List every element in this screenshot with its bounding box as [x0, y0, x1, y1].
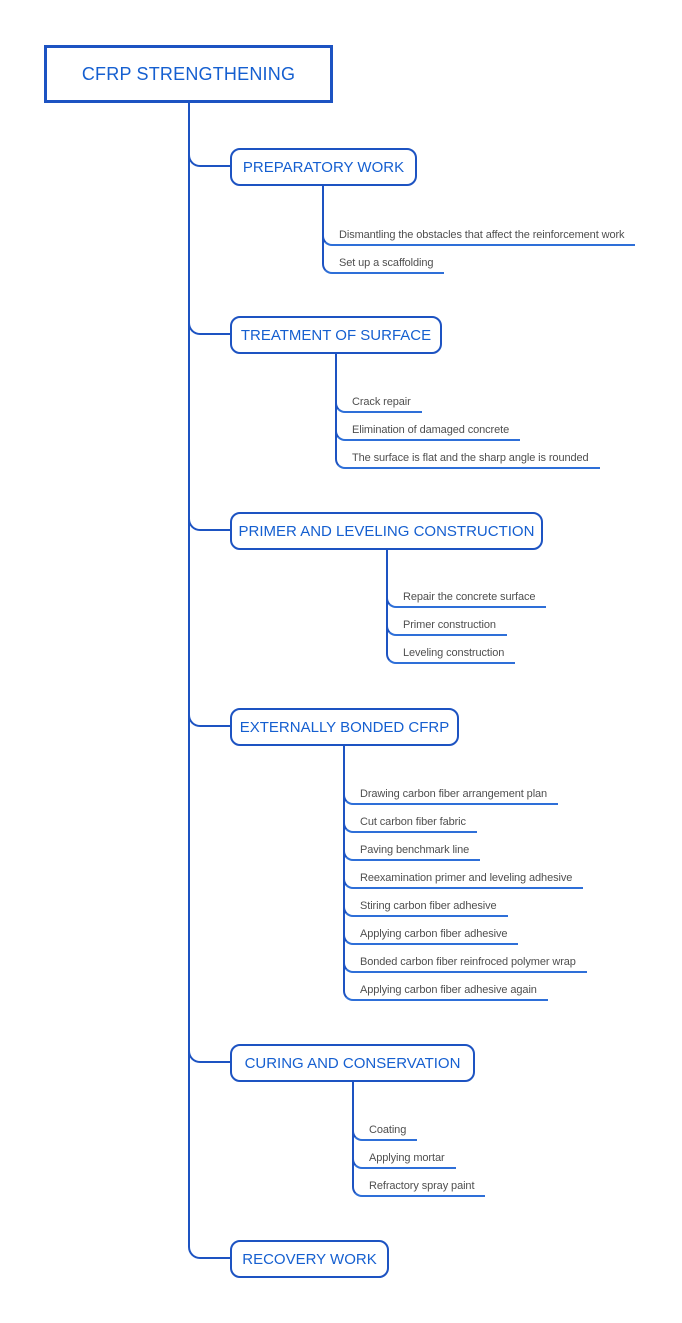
branch-elbow: [343, 961, 357, 973]
sub-branch-line: [322, 186, 324, 262]
subtopic-label: Leveling construction: [403, 647, 505, 659]
branch-elbow: [188, 155, 230, 167]
subtopic-label: Dismantling the obstacles that affect th…: [339, 229, 625, 241]
subtopic[interactable]: Crack repair: [349, 395, 422, 413]
subtopic-label: Primer construction: [403, 619, 496, 631]
subtopic-label: Set up a scaffolding: [339, 257, 434, 269]
branch-elbow: [386, 624, 400, 636]
branch-elbow: [352, 1157, 366, 1169]
topic-label: RECOVERY WORK: [242, 1250, 377, 1268]
subtopic-label: Stiring carbon fiber adhesive: [360, 900, 497, 912]
topic-treatment-of-surface[interactable]: TREATMENT OF SURFACE: [230, 316, 442, 354]
branch-elbow: [352, 1185, 366, 1197]
subtopic-label: Cut carbon fiber fabric: [360, 816, 466, 828]
subtopic-label: Reexamination primer and leveling adhesi…: [360, 872, 573, 884]
topic-primer-and-leveling-construction[interactable]: PRIMER AND LEVELING CONSTRUCTION: [230, 512, 543, 550]
subtopic[interactable]: Applying carbon fiber adhesive: [357, 927, 519, 945]
branch-elbow: [322, 234, 336, 246]
subtopic[interactable]: Bonded carbon fiber reinfroced polymer w…: [357, 955, 587, 973]
subtopic[interactable]: Repair the concrete surface: [400, 590, 547, 608]
topic-label: CURING AND CONSERVATION: [244, 1054, 461, 1072]
subtopic[interactable]: Coating: [366, 1123, 418, 1141]
subtopic[interactable]: Stiring carbon fiber adhesive: [357, 899, 508, 917]
branch-elbow: [386, 652, 400, 664]
subtopic[interactable]: Leveling construction: [400, 646, 516, 664]
subtopic[interactable]: Set up a scaffolding: [336, 256, 445, 274]
subtopic[interactable]: Cut carbon fiber fabric: [357, 815, 477, 833]
subtopic-label: Repair the concrete surface: [403, 591, 536, 603]
subtopic[interactable]: Paving benchmark line: [357, 843, 481, 861]
branch-elbow: [335, 457, 349, 469]
branch-elbow: [343, 793, 357, 805]
topic-preparatory-work[interactable]: PREPARATORY WORK: [230, 148, 417, 186]
subtopic[interactable]: Primer construction: [400, 618, 507, 636]
branch-elbow: [343, 905, 357, 917]
branch-elbow: [188, 715, 230, 727]
main-branch-line: [188, 103, 190, 1247]
branch-elbow: [188, 1247, 230, 1259]
subtopic-label: Coating: [369, 1124, 407, 1136]
subtopic-label: Applying carbon fiber adhesive again: [360, 984, 537, 996]
subtopic-label: Bonded carbon fiber reinfroced polymer w…: [360, 956, 576, 968]
topic-label: PREPARATORY WORK: [242, 158, 405, 176]
topic-label: EXTERNALLY BONDED CFRP: [239, 718, 450, 736]
topic-curing-and-conservation[interactable]: CURING AND CONSERVATION: [230, 1044, 475, 1082]
topic-label: PRIMER AND LEVELING CONSTRUCTION: [238, 522, 535, 540]
branch-elbow: [386, 596, 400, 608]
subtopic-label: Elimination of damaged concrete: [352, 424, 510, 436]
branch-elbow: [343, 877, 357, 889]
topic-label: TREATMENT OF SURFACE: [240, 326, 432, 344]
branch-elbow: [322, 262, 336, 274]
topic-recovery-work[interactable]: RECOVERY WORK: [230, 1240, 389, 1278]
subtopic[interactable]: Elimination of damaged concrete: [349, 423, 521, 441]
subtopic[interactable]: Reexamination primer and leveling adhesi…: [357, 871, 584, 889]
branch-elbow: [188, 1051, 230, 1063]
subtopic[interactable]: Drawing carbon fiber arrangement plan: [357, 787, 559, 805]
branch-elbow: [343, 849, 357, 861]
sub-branch-line: [343, 746, 345, 989]
subtopic-label: Crack repair: [352, 396, 411, 408]
root-topic[interactable]: CFRP STRENGTHENING: [44, 45, 333, 103]
branch-elbow: [188, 519, 230, 531]
branch-elbow: [343, 989, 357, 1001]
subtopic-label: Refractory spray paint: [369, 1180, 475, 1192]
branch-elbow: [335, 429, 349, 441]
subtopic-label: Applying carbon fiber adhesive: [360, 928, 508, 940]
subtopic[interactable]: Applying carbon fiber adhesive again: [357, 983, 548, 1001]
subtopic-label: The surface is flat and the sharp angle …: [352, 452, 589, 464]
subtopic-label: Paving benchmark line: [360, 844, 470, 856]
branch-elbow: [352, 1129, 366, 1141]
subtopic[interactable]: Refractory spray paint: [366, 1179, 486, 1197]
root-topic-label: CFRP STRENGTHENING: [81, 63, 296, 84]
subtopic-label: Applying mortar: [369, 1152, 445, 1164]
subtopic[interactable]: Applying mortar: [366, 1151, 456, 1169]
subtopic-label: Drawing carbon fiber arrangement plan: [360, 788, 548, 800]
branch-elbow: [343, 933, 357, 945]
subtopic[interactable]: The surface is flat and the sharp angle …: [349, 451, 600, 469]
subtopic[interactable]: Dismantling the obstacles that affect th…: [336, 228, 636, 246]
branch-elbow: [188, 323, 230, 335]
topic-externally-bonded-cfrp[interactable]: EXTERNALLY BONDED CFRP: [230, 708, 459, 746]
branch-elbow: [343, 821, 357, 833]
branch-elbow: [335, 401, 349, 413]
